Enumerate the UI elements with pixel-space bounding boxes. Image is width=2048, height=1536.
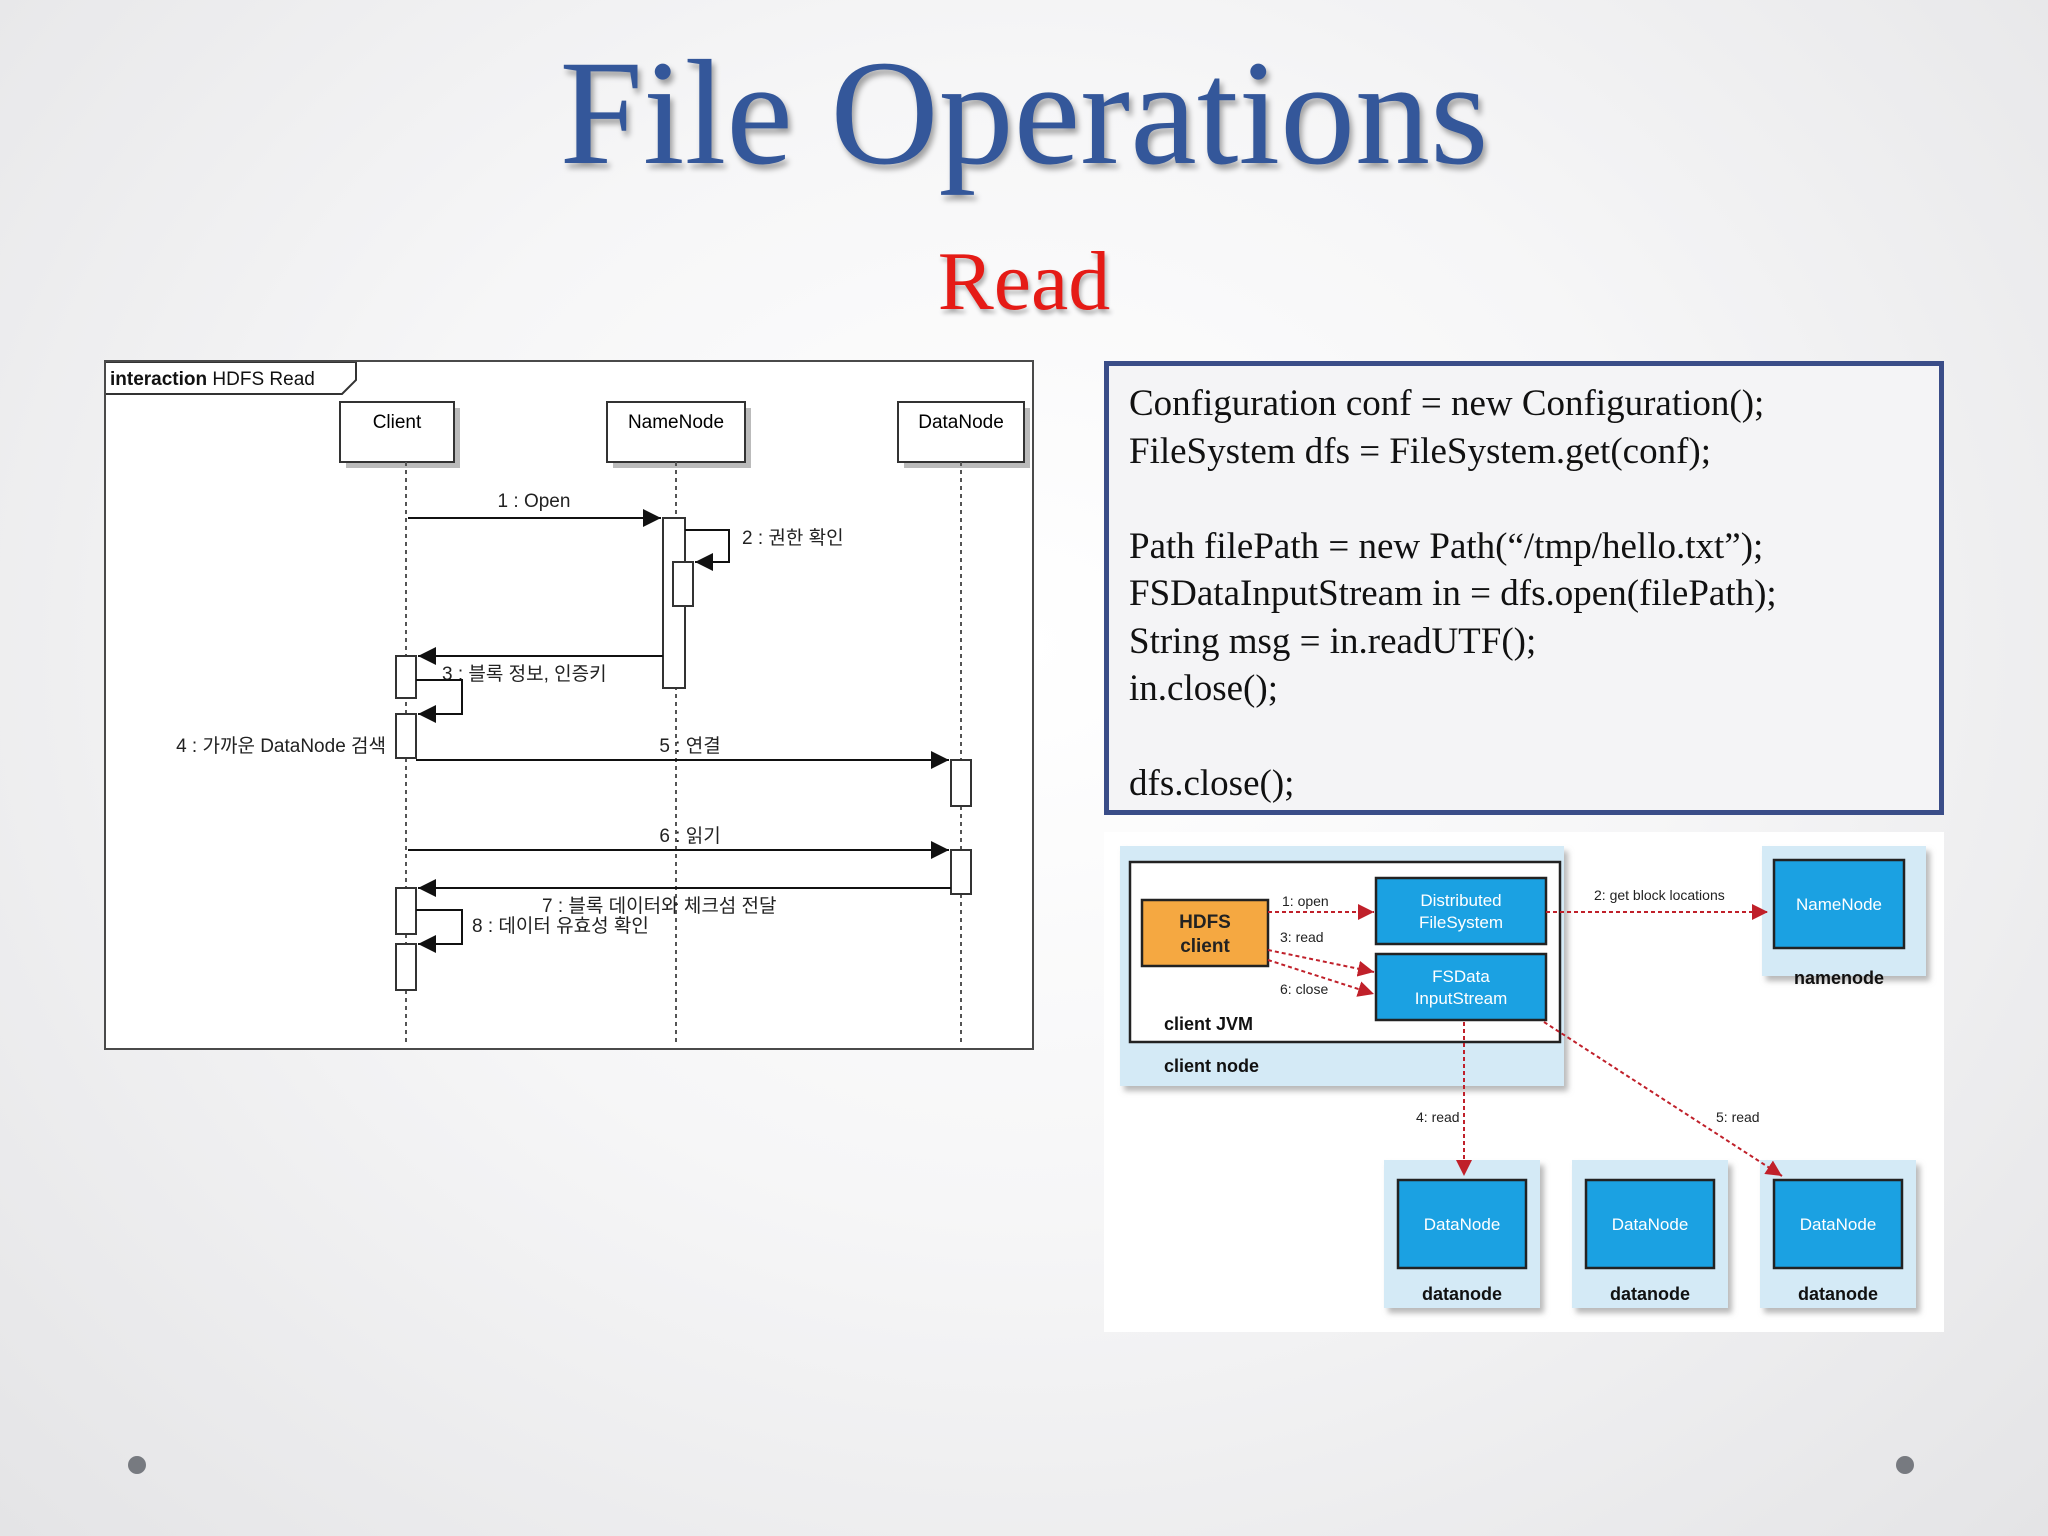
slide-subtitle: Read [937,235,1111,328]
code-line: FSDataInputStream in = dfs.open(filePath… [1129,573,1777,614]
sequence-diagram-panel: interaction HDFS Read Client NameNode Da… [104,360,1034,1050]
hdfs-read-flow-panel: client JVM client node HDFS client Distr… [1104,832,1944,1332]
message-1-label: 1 : Open [498,491,571,512]
message-8-label: 8 : 데이터 유효성 확인 [472,915,649,937]
step-open-label: 1: open [1282,893,1329,909]
distributed-fs-line1: Distributed [1420,891,1501,910]
hdfs-read-flow-diagram: client JVM client node HDFS client Distr… [1120,846,1926,1308]
code-line: String msg = in.readUTF(); [1129,620,1537,662]
client-activation-8 [395,943,417,991]
step-read5-label: 5: read [1716,1109,1760,1125]
message-6-label: 6 : 읽기 [659,825,720,847]
code-line [1129,713,1919,761]
fsdata-line2: InputStream [1415,989,1508,1008]
lifeline-namenode-label: NameNode [628,412,724,433]
message-8-arrow [416,909,463,953]
nav-dot-right [1896,1456,1914,1474]
namenode-box-label: NameNode [1796,895,1882,914]
datanode-3-box-label: DataNode [1800,1215,1877,1234]
step-read4-label: 4: read [1416,1109,1460,1125]
client-node-label: client node [1164,1056,1259,1076]
hdfs-client-line1: HDFS [1179,912,1231,933]
lifeline-client-label: Client [373,412,422,433]
fsdata-line1: FSData [1432,967,1490,986]
lifeline-namenode: NameNode [606,401,751,1042]
datanode-2-caption: datanode [1610,1284,1690,1304]
namenode-node: NameNode namenode [1762,846,1926,988]
namenode-caption: namenode [1794,968,1884,988]
frame-label-keyword: interaction [110,369,207,390]
datanode-2-box-label: DataNode [1612,1215,1689,1234]
client-activation-4 [395,713,417,759]
code-line [1129,475,1919,523]
arrow-read-5 [1543,1021,1783,1177]
nav-dot-left [128,1456,146,1474]
client-activation-3 [395,655,417,699]
hdfs-client-box: HDFS client [1140,898,1270,968]
message-7-label: 7 : 블록 데이터와 체크섬 전달 [542,895,777,917]
distributed-fs-line2: FileSystem [1419,913,1503,932]
message-4-arrow [416,679,463,723]
code-line: Path filePath = new Path(“/tmp/hello.txt… [1129,525,1764,567]
client-jvm-label: client JVM [1164,1014,1253,1034]
datanode-1-box-label: DataNode [1424,1215,1501,1234]
message-2-label: 2 : 권한 확인 [742,527,844,549]
fsdata-inputstream-box: FSData InputStream [1374,952,1548,1022]
datanode-activation-5 [950,759,972,807]
step-read-label: 3: read [1280,929,1324,945]
message-4-label: 4 : 가까운 DataNode 검색 [176,735,386,757]
message-3-label: 3 : 블록 정보, 인증키 [442,663,607,685]
frame-label-name: HDFS Read [212,369,314,390]
datanode-3-caption: datanode [1798,1284,1878,1304]
datanode-activation-6 [950,849,972,895]
step-get-block-label: 2: get block locations [1594,887,1725,903]
step-close-label: 6: close [1280,981,1328,997]
message-2-arrow [685,529,730,571]
code-snippet-box: Configuration conf = new Configuration()… [1104,361,1944,815]
datanode-node-3: DataNode datanode [1760,1160,1916,1308]
message-5-label: 5 : 연결 [659,735,720,757]
datanode-1-caption: datanode [1422,1284,1502,1304]
code-line: Configuration conf = new Configuration()… [1129,383,1765,424]
frame-label-tab [106,362,357,395]
arrow-close [1267,959,1375,997]
code-line: dfs.close(); [1129,763,1295,804]
code-line: in.close(); [1129,668,1278,709]
client-activation-7 [395,887,417,935]
datanode-node-2: DataNode datanode [1572,1160,1728,1308]
frame-label: interaction HDFS Read [110,369,315,390]
hdfs-client-line2: client [1180,936,1230,957]
lifeline-datanode-label: DataNode [918,412,1004,433]
distributed-filesystem-box: Distributed FileSystem [1374,876,1548,946]
lifeline-datanode: DataNode [897,401,1030,1042]
datanode-node-1: DataNode datanode [1384,1160,1540,1308]
slide-title: File Operations [559,30,1489,196]
sequence-diagram: interaction HDFS Read Client NameNode Da… [106,362,1030,1042]
namenode-nested-activation [672,561,694,607]
code-line: FileSystem dfs = FileSystem.get(conf); [1129,430,1711,472]
